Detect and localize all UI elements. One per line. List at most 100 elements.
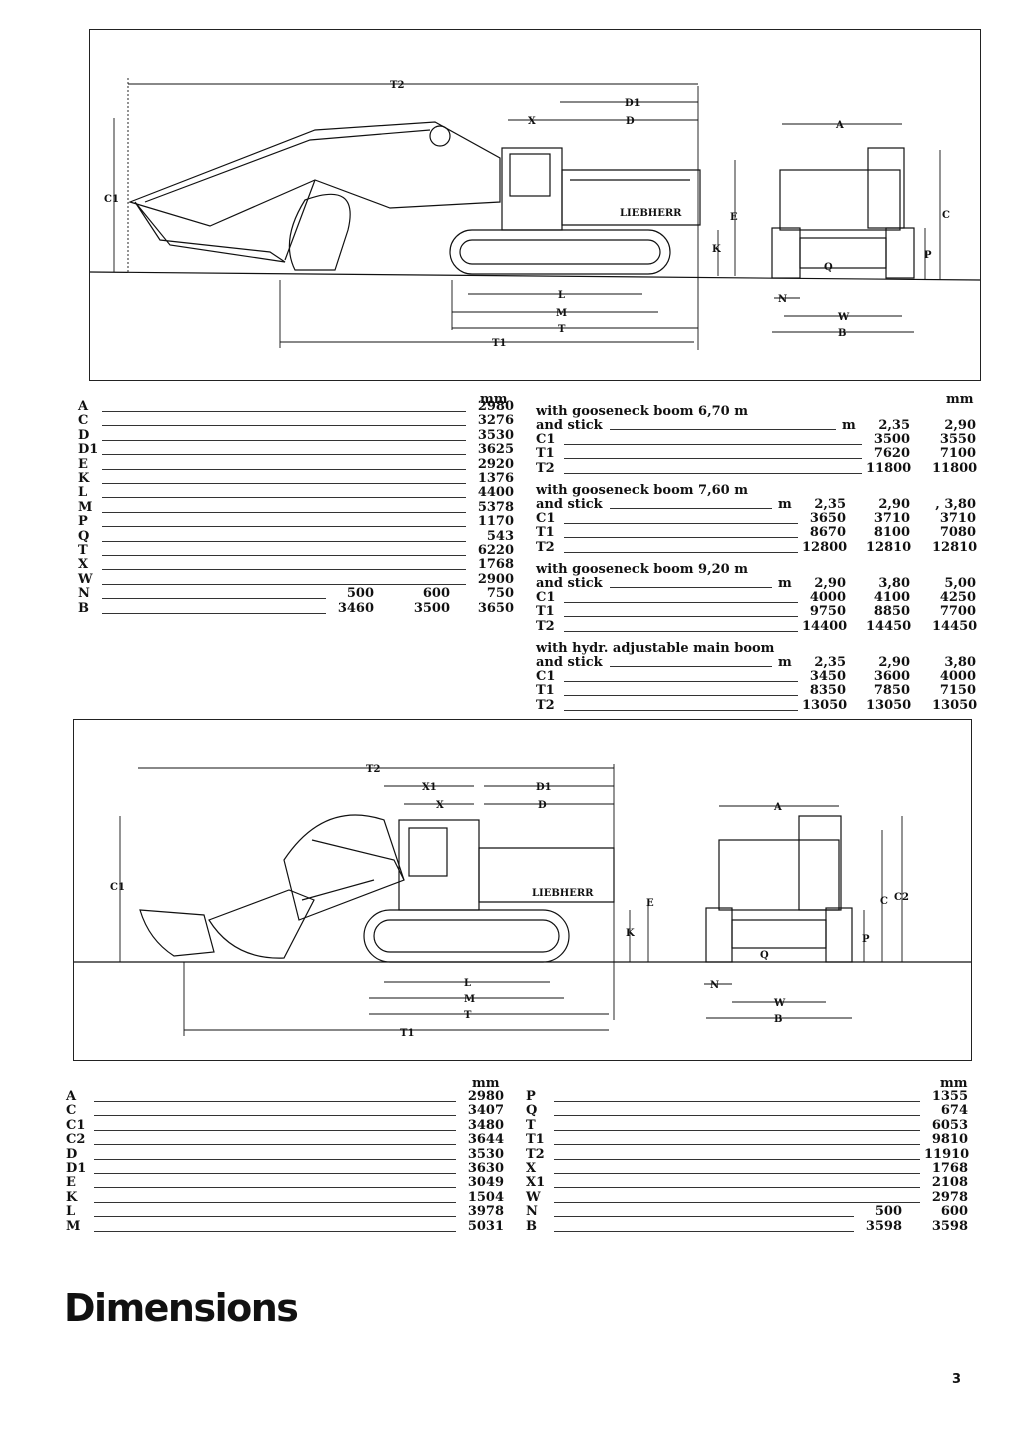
row-value: 4000 (809, 589, 846, 605)
row-value: 543 (486, 528, 514, 544)
unit-bottom-left: mm (472, 1076, 500, 1091)
row-key: K (66, 1189, 78, 1205)
label-D: D (538, 800, 547, 811)
row-key: A (66, 1089, 77, 1104)
leader-line (102, 583, 466, 585)
row-key: T1 (536, 683, 555, 699)
label-D1: D1 (625, 98, 641, 109)
row-key: C (78, 413, 89, 429)
label-D: D (626, 116, 635, 127)
label-X: X (528, 116, 536, 127)
row-key: T2 (536, 697, 555, 713)
leader-line (554, 1158, 920, 1160)
leader-line (554, 1101, 920, 1102)
row-key: L (78, 485, 88, 501)
row-key: T2 (536, 539, 555, 555)
leader-line (564, 522, 798, 524)
row-value: 3407 (467, 1103, 504, 1119)
row-key: T2 (526, 1146, 545, 1162)
row-value: 5378 (477, 499, 514, 515)
row-value: 4100 (873, 589, 910, 605)
meter-unit: m (778, 497, 792, 513)
leader-line (102, 511, 466, 513)
label-E: E (730, 212, 738, 223)
row-value: 6053 (931, 1117, 968, 1133)
row-value: 2900 (477, 571, 514, 587)
table-row: C 3407 (66, 1103, 506, 1119)
label-T2: T2 (390, 80, 404, 91)
label-K: K (712, 244, 721, 255)
leader-line (554, 1201, 920, 1203)
brand-label: LIEBHERR (532, 888, 594, 899)
stick-length: , 3,80 (935, 497, 976, 513)
row-value: 1355 (931, 1089, 968, 1104)
top-excavator-drawing: T2 D1 X D A C1 E K C P Q L M T T1 N W B … (90, 78, 980, 350)
row-value: 3650 (809, 510, 846, 526)
row-key: Q (526, 1103, 538, 1119)
row-value: 3598 (865, 1218, 902, 1234)
row-value: 500 (874, 1204, 902, 1220)
unit-booms: mm (946, 392, 974, 407)
row-key: W (78, 571, 93, 587)
stick-length: 2,35 (814, 655, 846, 671)
row-value: 13050 (932, 697, 978, 713)
leader-line (94, 1129, 456, 1131)
row-key: L (66, 1204, 76, 1220)
row-key: N (526, 1204, 538, 1220)
row-value: 3650 (477, 600, 514, 616)
label-P: P (924, 250, 932, 261)
leader-line (564, 472, 862, 474)
row-value: 500 (346, 586, 374, 602)
stick-label: and stick (536, 497, 603, 513)
label-W: W (837, 312, 850, 323)
stick-label: and stick (536, 418, 603, 434)
row-value: 3710 (873, 510, 910, 526)
row-value: 4000 (939, 668, 976, 684)
leader-line (102, 439, 466, 441)
row-value: 3480 (467, 1117, 504, 1133)
brand-label: LIEBHERR (620, 208, 682, 219)
row-value: 3530 (477, 427, 514, 443)
row-key: T (78, 543, 88, 558)
leader-line (610, 587, 772, 589)
leader-line (102, 468, 466, 470)
page-heading: Dimensions (64, 1286, 299, 1330)
row-value: 3276 (477, 413, 514, 429)
row-value: 2980 (467, 1089, 504, 1104)
top-diagram: T2 D1 X D A C1 E K C P Q L M T T1 N W B … (89, 29, 981, 381)
row-key: C (66, 1103, 77, 1119)
row-key: D1 (78, 442, 99, 458)
leader-line (94, 1187, 456, 1189)
row-value: 14450 (866, 618, 912, 634)
table-row: A 2980 (66, 1089, 506, 1104)
leader-line (554, 1129, 920, 1131)
row-key: T1 (526, 1132, 545, 1148)
unit-top-left: mm (480, 392, 508, 407)
row-value: 3625 (477, 442, 514, 458)
stick-label: and stick (536, 655, 603, 671)
row-value: 3500 (873, 431, 910, 447)
row-value: 1376 (477, 471, 514, 486)
row-key: M (66, 1218, 81, 1234)
